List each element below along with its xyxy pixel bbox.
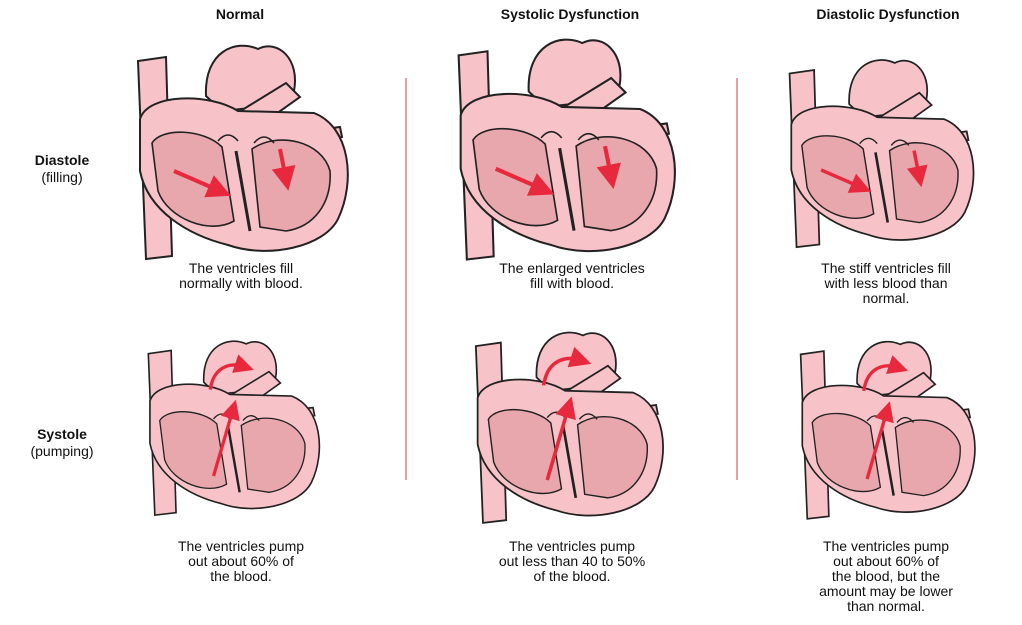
caption-normal-systole: The ventricles pump out about 60% of the… [177, 538, 305, 584]
flow-arrow-left-ventricle [596, 145, 621, 190]
valve-lines [217, 134, 275, 144]
septum-line [227, 426, 241, 493]
septum-line [874, 152, 890, 223]
heart-normal-systole [147, 340, 321, 517]
column-title-systolic-dysfunction: Systolic Dysfunction [500, 6, 640, 22]
row-label-diastole: Diastole (filling) [6, 152, 118, 186]
flow-arrow-right-ventricle [173, 169, 232, 198]
flow-arrow-aorta [208, 354, 254, 390]
heart-diastolic-diastole [788, 59, 975, 249]
row-label-systole: Systole (pumping) [6, 426, 118, 460]
flow-arrow-up [865, 401, 894, 480]
flow-arrow-right-ventricle [820, 168, 872, 193]
flow-arrow-up [211, 399, 240, 477]
right-ventricle-shape [159, 411, 228, 489]
row-subtitle-diastole: (filling) [41, 169, 83, 185]
septum-line [234, 150, 252, 232]
row-subtitle-systole: (pumping) [30, 443, 94, 459]
caption-normal-diastole: The ventricles fill normally with blood. [179, 260, 303, 291]
column-divider-right [736, 78, 738, 480]
column-divider-left [405, 78, 407, 480]
flow-arrow-aorta [541, 346, 592, 386]
flow-arrow-left-ventricle [271, 148, 296, 191]
caption-diastolic-diastole: The stiff ventricles fill with less bloo… [821, 260, 951, 306]
row-title-diastole: Diastole [34, 152, 90, 168]
caption-systolic-systole: The ventricles pump out less than 40 to … [498, 538, 646, 584]
septum-line [880, 428, 895, 496]
right-ventricle-shape [811, 412, 882, 493]
flow-arrow-aorta [862, 355, 909, 392]
row-title-systole: Systole [37, 426, 87, 442]
heart-normal-diastole [136, 44, 349, 261]
heart-systolic-systole [474, 331, 664, 524]
left-ventricle-shape [576, 416, 648, 499]
valve-lines [540, 130, 600, 141]
septum-line [558, 147, 576, 231]
left-ventricle-shape [240, 417, 306, 493]
flow-arrow-right-ventricle [494, 166, 555, 196]
heart-diastolic-systole [799, 340, 976, 520]
flow-arrow-up [545, 396, 576, 481]
column-title-diastolic-dysfunction: Diastolic Dysfunction [816, 6, 960, 22]
flow-arrow-left-ventricle [906, 150, 928, 188]
septum-line [561, 426, 578, 499]
valve-lines [859, 137, 910, 146]
left-ventricle-shape [894, 419, 961, 497]
column-title-normal: Normal [215, 6, 265, 22]
caption-systolic-diastole: The enlarged ventricles fill with blood. [499, 260, 645, 291]
right-ventricle-shape [487, 408, 563, 495]
caption-diastolic-systole: The ventricles pump out about 60% of the… [819, 538, 953, 614]
heart-systolic-diastole [457, 38, 676, 261]
